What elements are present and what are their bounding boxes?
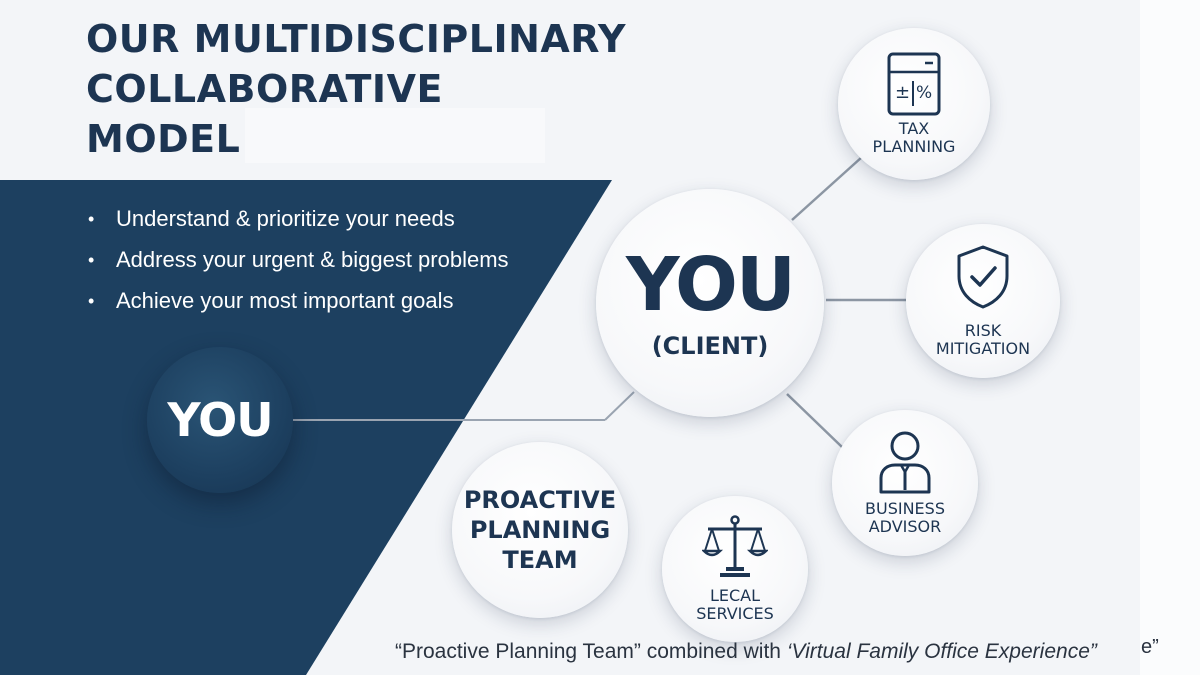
team-label-line-1: PROACTIVE [463,486,617,514]
connector-tax [791,156,863,221]
scales-icon [702,515,768,579]
business-label-line-2: ADVISOR [868,517,942,536]
tax-planning-label: TAX PLANNING [873,120,956,156]
calculator-icon: ± % [887,52,941,116]
slide-title: OUR MULTIDISCIPLINARY COLLABORATIVE MODE… [86,14,626,164]
risk-mitigation-label: RISK MITIGATION [936,322,1030,358]
footer-part-1: “Proactive Planning Team” combined with [395,640,787,663]
connector-left-diag [604,391,635,421]
risk-label-line-2: MITIGATION [935,339,1031,358]
you-client-node: YOU (CLIENT) [596,189,824,417]
team-label-line-2: PLANNING [469,516,611,544]
advisor-person-icon [877,430,933,494]
svg-text:%: % [916,83,932,103]
title-line-1: OUR MULTIDISCIPLINARY [86,17,626,61]
bullet-list: Understand & prioritize your needs Addre… [86,200,509,323]
legal-label-line-1: LECAL [709,586,761,605]
team-label-line-3: TEAM [502,546,578,574]
tax-label-line-1: TAX [898,119,930,138]
tax-label-line-2: PLANNING [872,137,956,156]
legal-label-line-2: SERVICES [696,604,774,623]
footer-part-2: ‘Virtual Family Office Experience” [786,640,1097,663]
bullet-item: Understand & prioritize your needs [86,200,509,241]
proactive-planning-team-node: PROACTIVE PLANNING TEAM [452,442,628,618]
proactive-planning-team-label: PROACTIVE PLANNING TEAM [464,485,616,575]
business-label-line-1: BUSINESS [865,499,945,518]
legal-services-node: LECAL SERVICES [662,496,808,642]
title-line-3: MODEL [86,117,241,161]
footer-caption: “Proactive Planning Team” combined with … [395,640,1097,664]
risk-label-line-1: RISK [964,321,1002,340]
connector-business [786,393,843,448]
tax-planning-node: ± % TAX PLANNING [838,28,990,180]
svg-text:±: ± [895,82,910,103]
footer-edge-fragment: e” [1141,636,1159,658]
you-center-label: YOU [626,242,796,328]
bullet-item: Achieve your most important goals [86,282,509,323]
business-advisor-label: BUSINESS ADVISOR [865,500,945,536]
business-advisor-node: BUSINESS ADVISOR [832,410,978,556]
you-center-sublabel: (CLIENT) [651,332,769,360]
you-left-label: YOU [167,393,273,447]
you-node-left: YOU [147,347,293,493]
legal-services-label: LECAL SERVICES [696,587,774,623]
shield-check-icon [954,244,1012,310]
risk-mitigation-node: RISK MITIGATION [906,224,1060,378]
title-line-2: COLLABORATIVE [86,67,443,111]
bullet-item: Address your urgent & biggest problems [86,241,509,282]
